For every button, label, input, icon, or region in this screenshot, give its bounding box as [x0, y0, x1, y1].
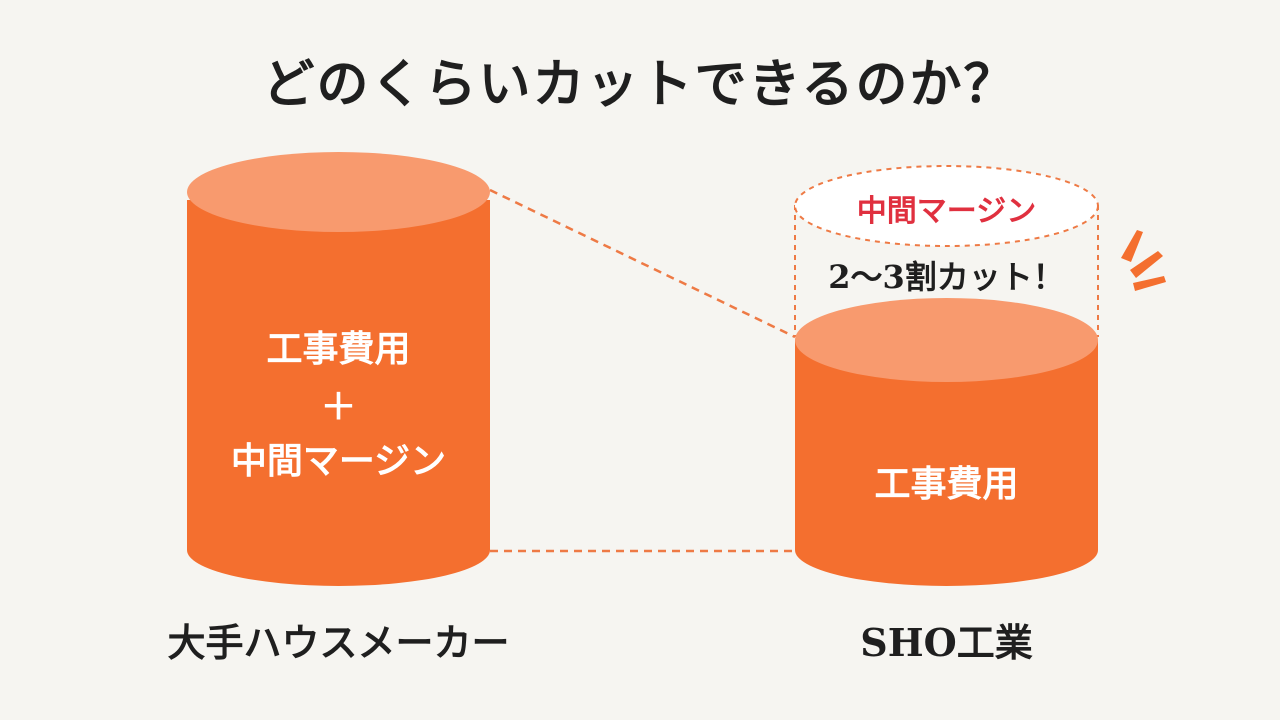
left-line1: 工事費用 [266, 329, 411, 370]
page-title: どのくらいカットできるのか？ [262, 54, 1018, 115]
right-margin-label: 中間マージン [856, 194, 1037, 229]
right-body-text: 工事費用 [874, 464, 1019, 505]
right-cylinder-top [795, 298, 1098, 382]
right-cylinder [795, 298, 1098, 586]
left-company-label: 大手ハウスメーカー [167, 620, 510, 665]
left-line2: 中間マージン [230, 441, 447, 482]
right-margin-ghost [794, 165, 1099, 337]
ghost-top-ellipse [794, 165, 1099, 247]
left-cylinder-top [187, 152, 490, 232]
left-cylinder [187, 152, 490, 586]
left-cylinder-body [187, 200, 490, 586]
top-connector-line [489, 188, 796, 339]
right-company-label: SHO工業 [860, 620, 1033, 665]
emphasis-burst-icon [1121, 230, 1166, 291]
left-plus: ＋ [320, 387, 357, 428]
cut-label: 2〜3割カット！ [828, 258, 1065, 296]
right-cylinder-body [795, 340, 1098, 586]
